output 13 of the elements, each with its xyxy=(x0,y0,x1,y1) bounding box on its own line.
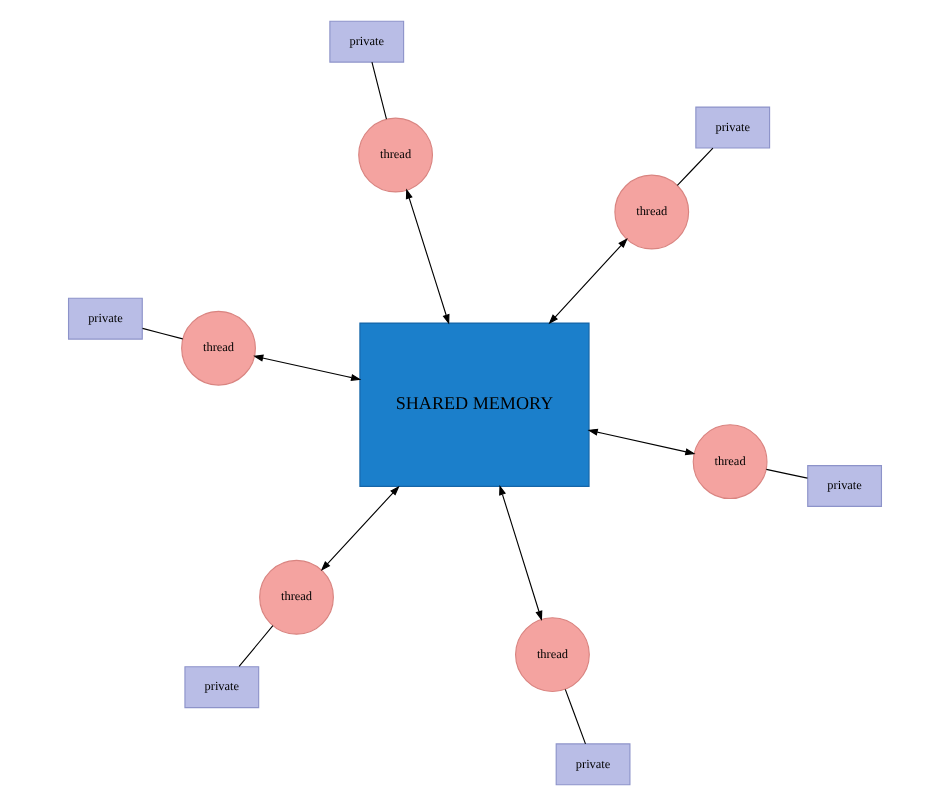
arrow xyxy=(586,428,695,456)
arrow xyxy=(319,485,399,571)
connector xyxy=(370,61,387,120)
arrow xyxy=(498,484,542,621)
connector xyxy=(237,625,273,667)
node-box: SHARED MEMORY xyxy=(358,322,589,487)
arrow xyxy=(404,188,449,325)
connector xyxy=(764,468,807,479)
arrow xyxy=(252,354,361,381)
arrow xyxy=(547,238,627,325)
connector xyxy=(675,147,713,186)
connector xyxy=(563,688,586,745)
connector xyxy=(140,327,183,340)
